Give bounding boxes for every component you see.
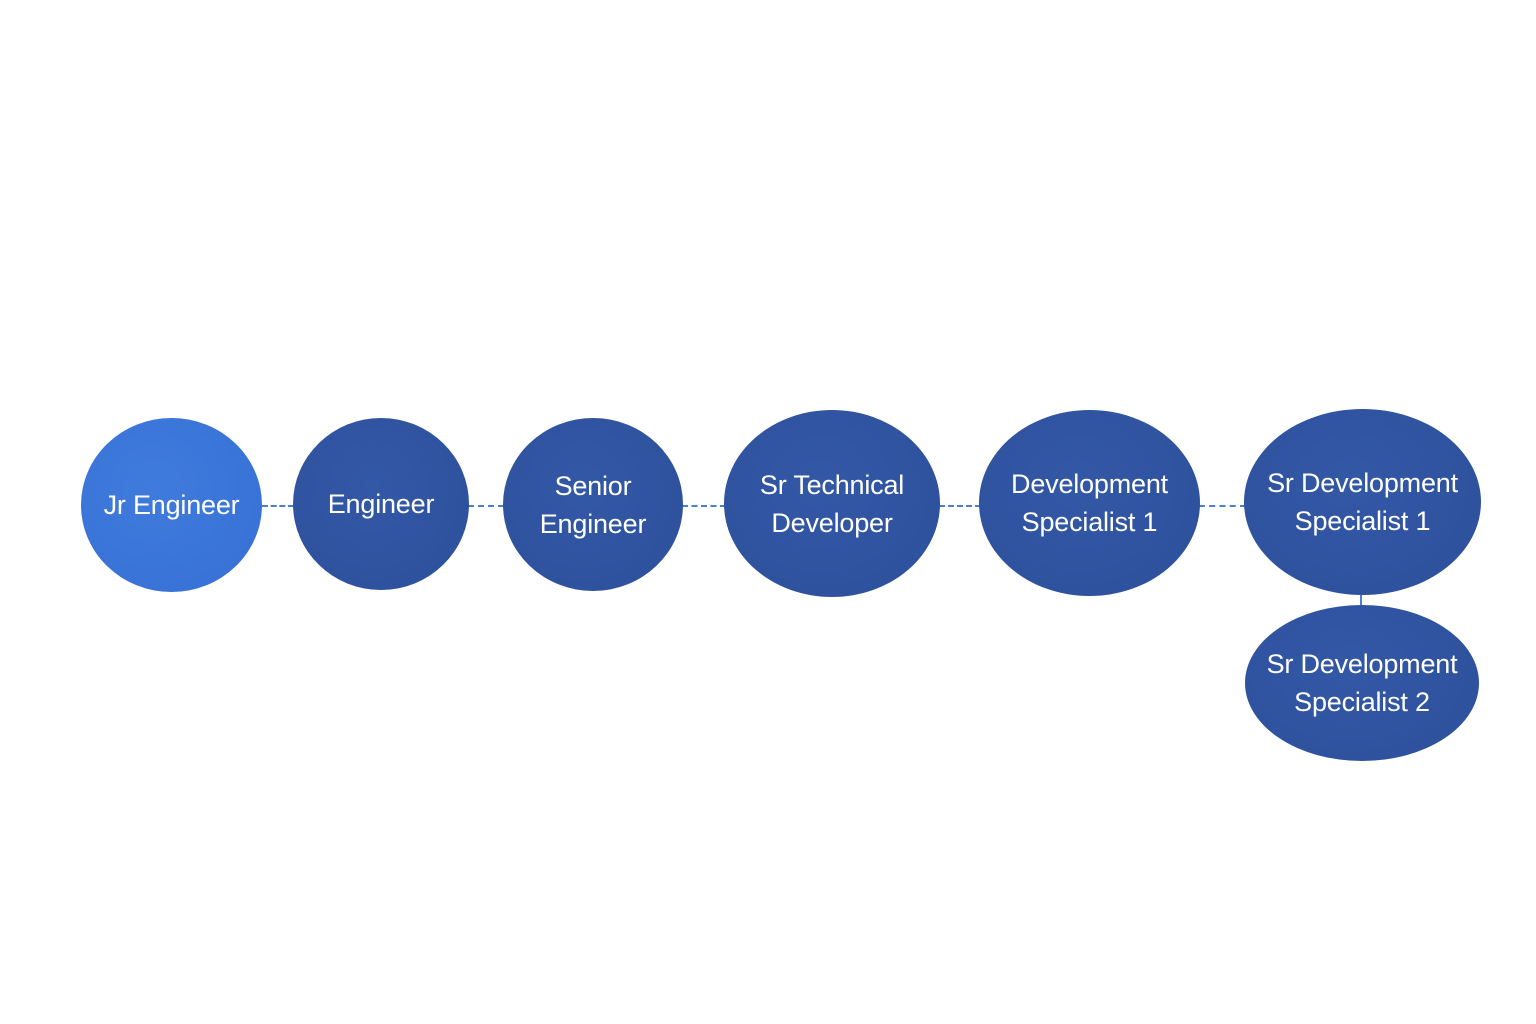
node-engineer[interactable]: Engineer (293, 418, 469, 590)
connector-engineer-to-senior-engineer (468, 505, 504, 507)
node-development-specialist-1[interactable]: Development Specialist 1 (979, 410, 1200, 596)
node-label: Engineer (327, 489, 435, 519)
node-sr-development-specialist-1[interactable]: Sr Development Specialist 1 (1244, 409, 1481, 595)
node-sr-technical-developer[interactable]: Sr Technical Developer (724, 410, 940, 597)
node-label: Jr Engineer (103, 490, 240, 520)
connector-senior-engineer-to-sr-technical-developer (682, 505, 726, 507)
node-label: Sr Development Specialist 1 (1267, 468, 1458, 536)
connector-sr-technical-developer-to-development-specialist-1 (939, 505, 981, 507)
connector-jr-engineer-to-engineer (262, 505, 294, 507)
node-label: Senior Engineer (539, 470, 647, 539)
node-jr-engineer[interactable]: Jr Engineer (81, 418, 262, 592)
connector-sr-development-specialist-1-to-sr-development-specialist-2 (1360, 594, 1362, 606)
node-label: Sr Technical Developer (759, 469, 905, 538)
node-label: Development Specialist 1 (1011, 469, 1168, 537)
connector-development-specialist-1-to-sr-development-specialist-1 (1199, 505, 1246, 507)
node-sr-development-specialist-2[interactable]: Sr Development Specialist 2 (1245, 605, 1479, 761)
node-label: Sr Development Specialist 2 (1266, 649, 1458, 717)
node-senior-engineer[interactable]: Senior Engineer (503, 418, 683, 591)
